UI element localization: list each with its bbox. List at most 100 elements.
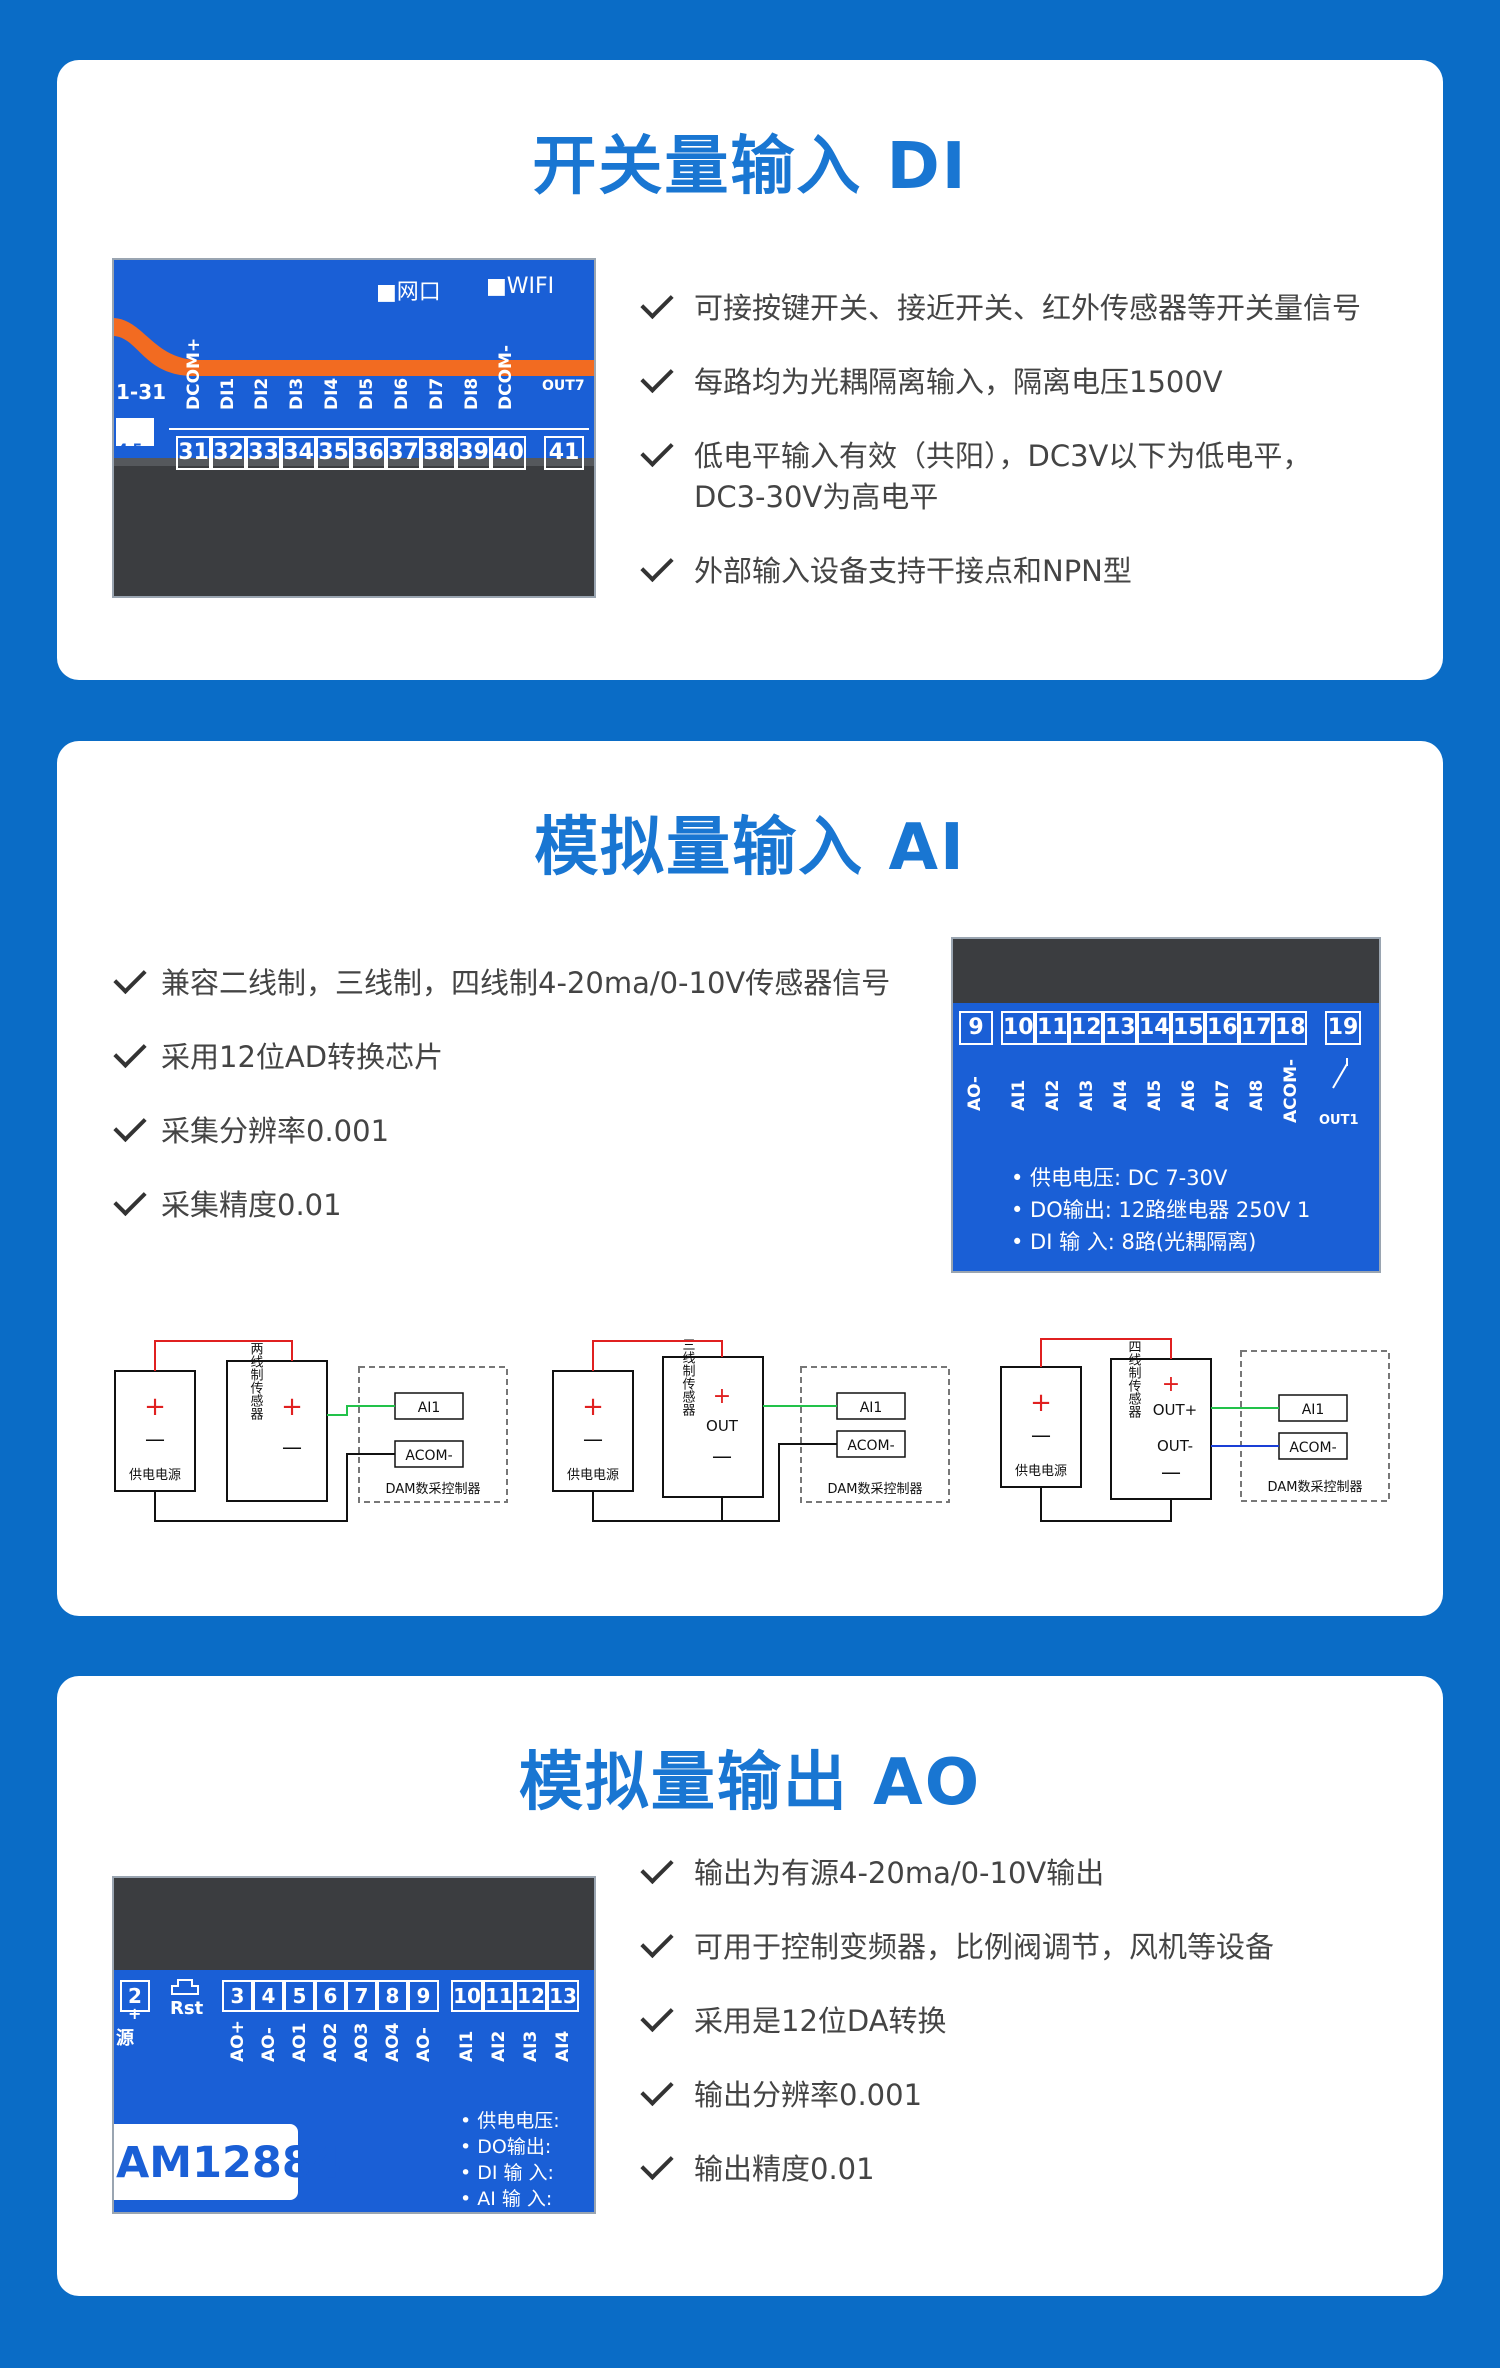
- minus-sign: —: [712, 1444, 732, 1468]
- terminal: 4: [253, 1980, 284, 2012]
- check-icon: [640, 1924, 674, 1959]
- ai-feature-list: 兼容二线制，三线制，四线制4-20ma/0-10V传感器信号 采用12位AD转换…: [113, 960, 965, 1263]
- source-label: 源: [116, 2028, 134, 2049]
- ai1-label: AI1: [1302, 1402, 1325, 1418]
- power-label: 供电电源: [567, 1468, 619, 1483]
- pin-label: AO-: [965, 1076, 985, 1111]
- terminal: 8: [377, 1980, 408, 2012]
- minus-sign: —: [583, 1427, 603, 1451]
- two-wire-diagram: + — 供电电源 两线制传感器 + — AI1 ACOM- DAM数采控制器: [114, 1340, 508, 1522]
- pin-label: AO2: [321, 2022, 341, 2062]
- terminal: 10: [451, 1980, 483, 2012]
- plus-sign: +: [144, 1392, 166, 1422]
- terminal: 37: [386, 436, 421, 470]
- pin-label: DCOM-: [496, 344, 516, 410]
- ao-title: 模拟量输出 AO: [518, 1746, 982, 1820]
- pin-label: DI8: [462, 377, 482, 410]
- check-icon: [640, 2146, 674, 2181]
- di-feature-list: 可接按键开关、接近开关、红外传感器等开关量信号 每路均为光耦隔离输入，隔离电压1…: [640, 285, 1402, 658]
- check-icon: [113, 960, 147, 995]
- acom-label: ACOM-: [1289, 1440, 1336, 1456]
- ao-feature-list: 输出为有源4-20ma/0-10V输出 可用于控制变频器，比例阀调节，风机等设备…: [640, 1850, 1402, 2253]
- model-label-plate: AM12884: [114, 2124, 342, 2200]
- range-label: 1-31: [116, 380, 167, 404]
- terminal: 5: [284, 1980, 315, 2012]
- minus-sign: —: [282, 1435, 302, 1459]
- plus-sign: +: [582, 1392, 604, 1422]
- minus-sign: —: [1031, 1423, 1051, 1447]
- pin-label: AI8: [1247, 1079, 1267, 1111]
- check-icon: [113, 1182, 147, 1217]
- check-icon: [113, 1034, 147, 1069]
- dip-label: 4 5: [118, 442, 143, 458]
- pin-label: DI1: [218, 377, 238, 410]
- out-plus-label: OUT+: [1153, 1401, 1198, 1419]
- spec-line: • DI 输 入:: [460, 2162, 554, 2184]
- spec-line: • DI 输 入: 8路(光耦隔离): [1011, 1230, 1257, 1254]
- out-minus-label: OUT-: [1157, 1437, 1193, 1455]
- terminal: 39: [456, 436, 491, 470]
- pin-label: DCOM+: [184, 337, 204, 410]
- pin-label: DI2: [252, 377, 272, 410]
- dam-label: DAM数采控制器: [828, 1482, 923, 1497]
- relay-switch-icon: [1332, 1058, 1348, 1089]
- check-icon: [113, 1108, 147, 1143]
- di-card: 开关量输入 DI ■网口 ■WIFI 1-31 4 5 OUT7 DCOM+ D…: [57, 60, 1443, 680]
- check-icon: [640, 1850, 674, 1885]
- pin-label: ACOM-: [1281, 1058, 1301, 1123]
- terminal: 15: [1171, 1011, 1205, 1045]
- ao-device-photo: 2 3 4 5 6 7 8 9 10 11 12 13 Rst + 源 AO+ …: [112, 1876, 596, 2214]
- terminal: 41: [544, 436, 584, 470]
- ai1-label: AI1: [418, 1400, 441, 1416]
- pin-label: DI7: [427, 377, 447, 410]
- terminal: 19: [1325, 1011, 1361, 1045]
- terminal: 38: [421, 436, 456, 470]
- pin-label: AI6: [1179, 1079, 1199, 1111]
- spec-line: • DO输出:: [460, 2136, 552, 2158]
- reset-button-icon: [171, 1979, 199, 1995]
- sensor-label: 四线制传感器: [1126, 1340, 1142, 1419]
- check-icon: [640, 1998, 674, 2033]
- power-label: 供电电源: [1015, 1464, 1067, 1479]
- sensor-label: 两线制传感器: [248, 1342, 264, 1421]
- pin-label: AI4: [1111, 1079, 1131, 1111]
- spec-line: • 供电电压: DC 7-30V: [1011, 1166, 1228, 1190]
- terminal: 11: [1035, 1011, 1069, 1045]
- out7-label: OUT7: [542, 378, 585, 394]
- pin-label: AO-: [259, 2027, 279, 2062]
- ai1-label: AI1: [860, 1400, 883, 1416]
- power-label: 供电电源: [129, 1468, 181, 1483]
- pin-label: AO-: [414, 2027, 434, 2062]
- pin-label: AI4: [553, 2030, 573, 2062]
- terminal: 11: [483, 1980, 515, 2012]
- pin-label: DI6: [392, 377, 412, 410]
- terminal: 13: [1103, 1011, 1137, 1045]
- terminal: 14: [1137, 1011, 1171, 1045]
- spec-line: • 供电电压:: [460, 2110, 560, 2132]
- pin-label: AI2: [489, 2030, 509, 2062]
- terminal: 3: [222, 1980, 253, 2012]
- check-icon: [640, 548, 674, 583]
- dam-label: DAM数采控制器: [1268, 1480, 1363, 1495]
- pin-label: AI7: [1213, 1079, 1233, 1111]
- terminal: 33: [246, 436, 281, 470]
- terminal: 6: [315, 1980, 346, 2012]
- sensor-label: 三线制传感器: [680, 1338, 696, 1417]
- check-icon: [640, 359, 674, 394]
- plus-sign: +: [1162, 1372, 1180, 1397]
- terminal: 7: [346, 1980, 377, 2012]
- out1-label: OUT1: [1319, 1113, 1359, 1128]
- ai-card: 模拟量输入 AI 兼容二线制，三线制，四线制4-20ma/0-10V传感器信号 …: [57, 741, 1443, 1616]
- terminal: 36: [351, 436, 386, 470]
- check-icon: [640, 2072, 674, 2107]
- pin-label: AO4: [383, 2022, 403, 2062]
- spec-line: • AI 输 入:: [460, 2188, 553, 2210]
- terminal: 31: [176, 436, 211, 470]
- pin-label: AI5: [1145, 1079, 1165, 1111]
- terminal: 16: [1205, 1011, 1239, 1045]
- pin-label: DI5: [357, 377, 377, 410]
- terminal: 13: [547, 1980, 579, 2012]
- ao-card: 模拟量输出 AO 2 3 4 5 6 7 8 9 10 11 12 13 Rst…: [57, 1676, 1443, 2296]
- terminal: 35: [316, 436, 351, 470]
- out-label: OUT: [706, 1417, 739, 1435]
